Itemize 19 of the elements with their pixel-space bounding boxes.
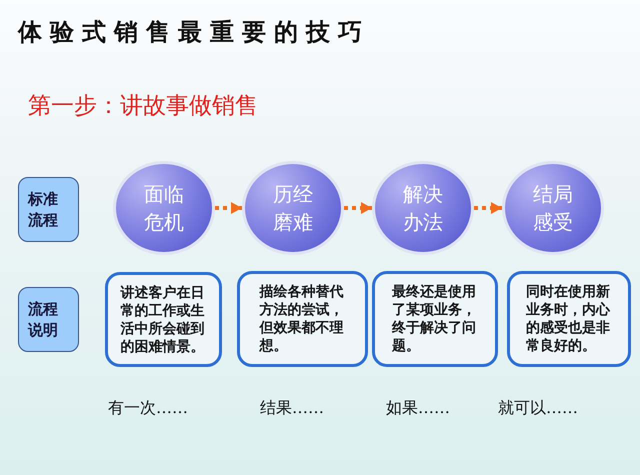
prompt-text: 有一次…… <box>108 398 188 418</box>
stage-circle: 历经磨难 <box>242 161 344 255</box>
arrow <box>474 202 502 214</box>
description-box: 同时在使用新业务时，内心的感受也是非常良好的。 <box>507 271 631 367</box>
arrow <box>344 202 372 214</box>
row-label-box: 流程说明 <box>18 287 79 352</box>
prompt-text: 就可以…… <box>498 398 578 418</box>
description-box: 描绘各种替代方法的尝试，但效果都不理想。 <box>237 271 368 367</box>
stage-circle: 解决办法 <box>372 161 474 255</box>
subtitle-heading: 第一步：讲故事做销售 <box>28 92 258 120</box>
row-label-box: 标准流程 <box>18 177 79 242</box>
arrow <box>215 202 242 214</box>
description-box: 讲述客户在日常的工作或生活中所会碰到的困难情景。 <box>105 272 222 367</box>
prompt-text: 结果…… <box>260 398 324 418</box>
stage-circle: 面临危机 <box>113 161 215 255</box>
title-heading: 体验式销售最重要的技巧 <box>18 18 370 46</box>
prompt-text: 如果…… <box>386 398 450 418</box>
description-box: 最终还是使用了某项业务，终于解决了问题。 <box>372 271 498 367</box>
stage-circle: 结局感受 <box>502 161 604 255</box>
